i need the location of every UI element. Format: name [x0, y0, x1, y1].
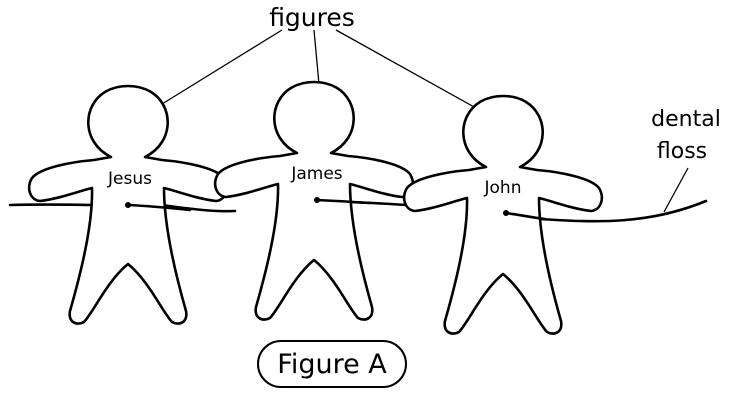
- floss-label-line2: floss: [657, 139, 707, 164]
- figure-name-james: James: [290, 164, 342, 184]
- floss-leader-line: [664, 168, 688, 212]
- figure-name-jesus: Jesus: [107, 169, 152, 189]
- figure-name-john: John: [484, 178, 522, 198]
- figure-john: John: [404, 96, 602, 334]
- figure-james: James: [215, 82, 413, 320]
- figures-label: figures: [269, 3, 355, 32]
- dental-label-line1: dental: [651, 107, 721, 132]
- caption-text: Figure A: [277, 349, 387, 380]
- figure-caption: Figure A: [258, 341, 406, 387]
